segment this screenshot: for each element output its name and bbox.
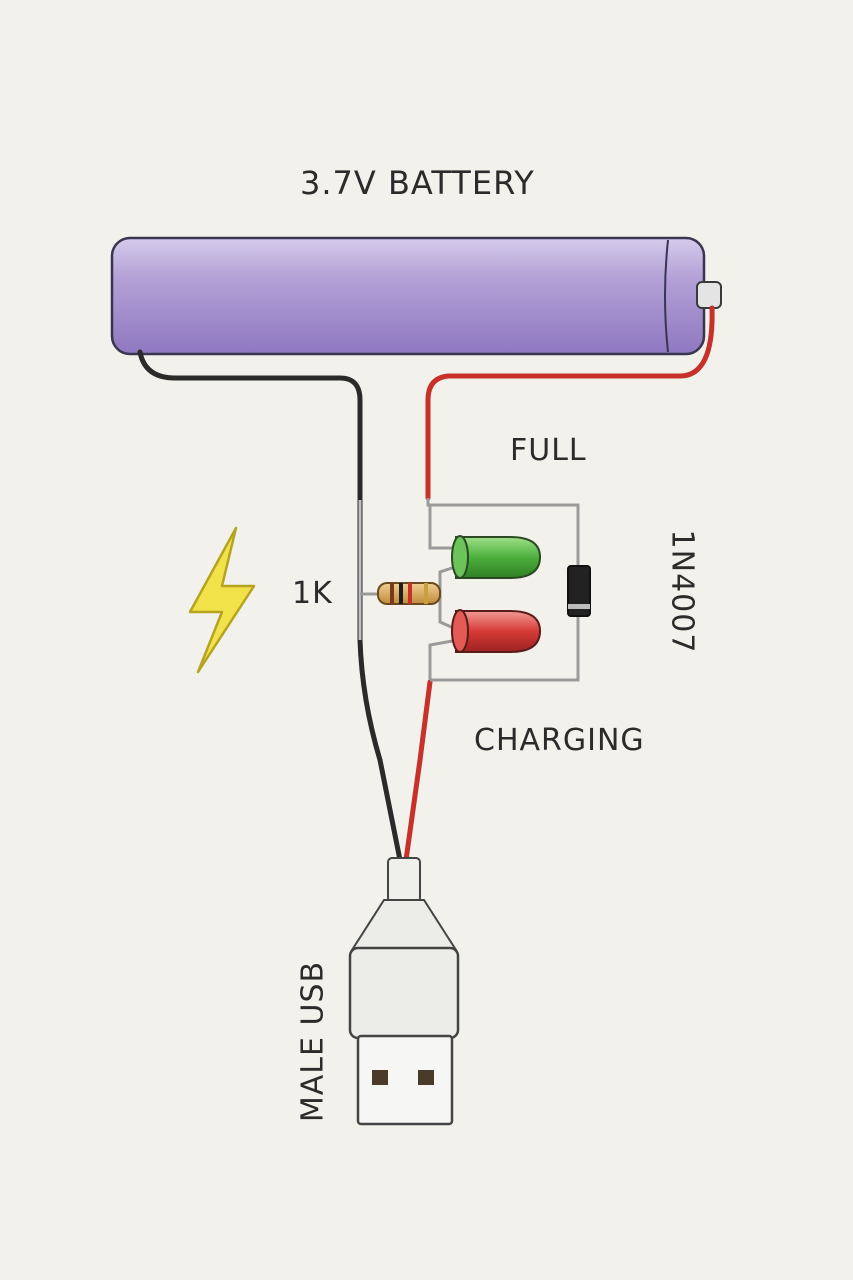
usb-plug bbox=[356, 1034, 454, 1126]
full-label: FULL bbox=[510, 433, 587, 468]
battery-body bbox=[110, 236, 706, 356]
black-wire bbox=[137, 349, 403, 863]
battery-terminal bbox=[696, 281, 722, 309]
red-wire-bottom bbox=[403, 679, 433, 863]
usb-housing-neck bbox=[350, 899, 458, 951]
diode bbox=[567, 565, 591, 617]
red-wire-top bbox=[425, 305, 715, 501]
usb-housing bbox=[348, 946, 460, 1040]
charging-label: CHARGING bbox=[474, 723, 645, 758]
battery bbox=[110, 236, 722, 356]
resistor-label: 1K bbox=[292, 576, 333, 611]
usb-contact-left bbox=[372, 1070, 388, 1085]
battery-cap-line bbox=[664, 239, 669, 353]
usb-connector bbox=[348, 857, 460, 1126]
red-led bbox=[451, 609, 542, 653]
usb-contact-right bbox=[418, 1070, 434, 1085]
lightning-bolt-icon bbox=[188, 526, 256, 674]
resistor bbox=[377, 582, 441, 605]
battery-label: 3.7V BATTERY bbox=[300, 164, 535, 202]
usb-label: MALE USB bbox=[295, 960, 331, 1123]
usb-strain-relief bbox=[387, 857, 421, 903]
green-led bbox=[451, 535, 542, 579]
diode-label: 1N4007 bbox=[664, 529, 700, 654]
